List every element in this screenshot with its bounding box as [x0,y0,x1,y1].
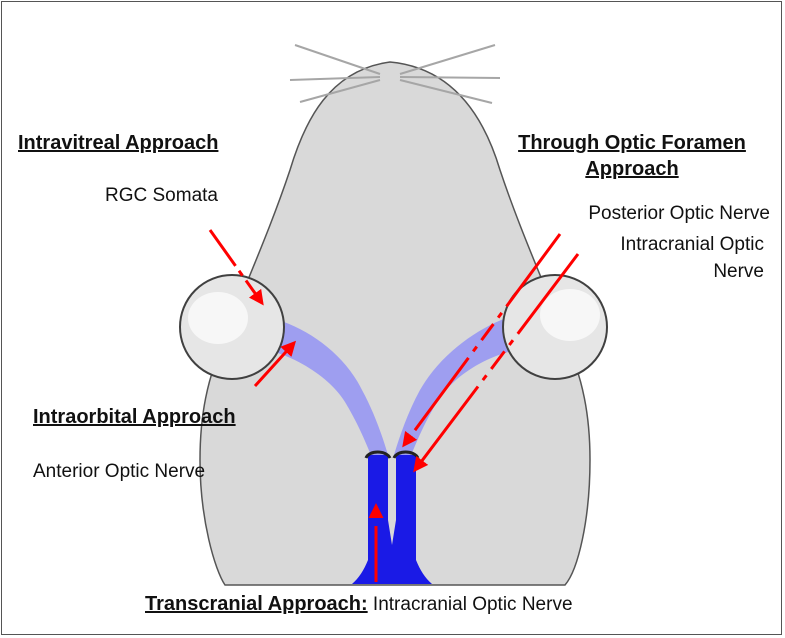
anterior-optic-nerve-label: Anterior Optic Nerve [33,461,206,482]
right-optic-nerve [394,318,508,458]
right-eye [502,274,608,380]
intravitreal-arrow [208,229,264,306]
transcranial-caption: Transcranial Approach: Intracranial Opti… [145,593,573,616]
transcranial-target-label: Intracranial Optic Nerve [367,594,573,615]
intracranial-label-line2: Nerve [713,261,764,282]
whiskers [289,44,501,104]
approach-arrows [208,229,580,582]
intracranial-nerve-arrow [413,253,580,473]
intracranial-label-line1: Intracranial Optic [620,234,764,255]
left-nerve-cap [364,450,392,459]
left-eye [179,274,285,380]
posterior-optic-nerve-label: Posterior Optic Nerve [588,203,770,224]
left-optic-nerve [275,320,388,458]
intraorbital-heading: Intraorbital Approach [33,406,236,428]
head-outline [199,61,591,586]
intravitreal-heading: Intravitreal Approach [18,132,219,154]
intraorbital-arrow [253,340,297,388]
foramen-heading-line1: Through Optic Foramen [518,132,746,154]
foramen-heading-line2: Approach [585,158,679,180]
rgc-somata-label: RGC Somata [105,185,218,206]
intracranial-optic-nerve [352,455,432,584]
transcranial-heading: Transcranial Approach: [145,593,368,615]
posterior-nerve-arrow [402,233,562,448]
